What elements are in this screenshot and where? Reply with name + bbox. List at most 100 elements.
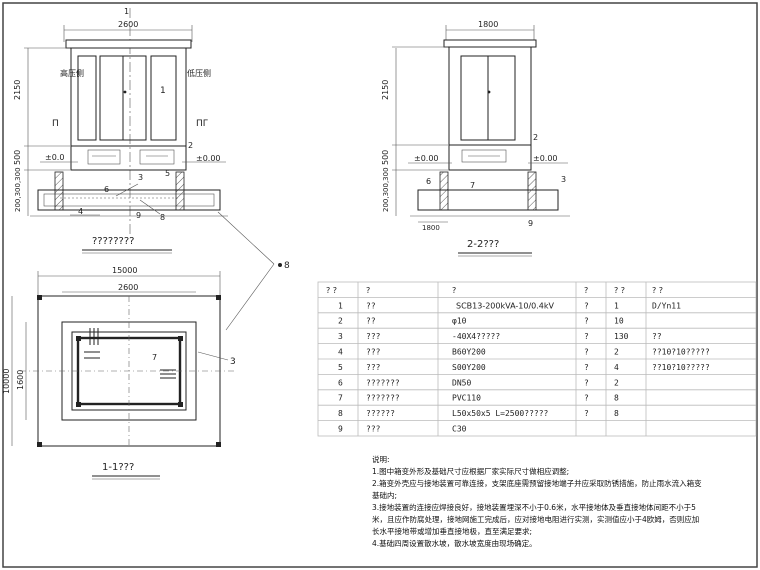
table-cell: 5 <box>338 363 343 372</box>
table-cell: ?? <box>366 301 376 310</box>
side-base-frame <box>448 144 532 171</box>
side-dim-height: 2150 <box>381 80 390 100</box>
front-left-side-label: 高压侧 <box>60 68 84 78</box>
front-callout-1: 1 <box>160 86 166 96</box>
table-cell: SCB13-200kVA-10/0.4kV <box>456 301 554 310</box>
side-view: 1800 2150 500 200,300,300 ±0.00 ±0.00 2 … <box>381 20 570 257</box>
table-cell: ?????? <box>366 409 395 418</box>
notes-line-2: 2.箱变外壳应与接地装置可靠连接，支架底座需预留接地端子并应采取防锈措施，防止雨… <box>372 479 702 500</box>
table-cell: 9 <box>338 425 343 434</box>
table-cell: ? <box>584 378 589 387</box>
table-cell: ??? <box>366 332 381 341</box>
plan-dim-inner-width: 2600 <box>118 283 138 292</box>
table-cell: 2 <box>614 378 619 387</box>
front-view: 2600 1 1 高压侧 低压侧 Π ΠΓ 2150 500 200,300,3… <box>13 7 228 254</box>
table-cell: ??????? <box>366 394 400 403</box>
side-callout-9: 9 <box>528 219 533 228</box>
notes-line-1: 1.图中箱变外形及基础尺寸应根据厂家实际尺寸做相应调整; <box>372 467 570 476</box>
side-view-caption: 2-2??? <box>467 239 499 250</box>
front-left-cable-mark: Π <box>52 119 59 129</box>
table-cell: ? <box>584 348 589 357</box>
table-cell: 3 <box>338 332 343 341</box>
front-level-left: ±0.0 <box>45 153 64 162</box>
table-cell: 2 <box>614 348 619 357</box>
table-cell: -40X4????? <box>452 332 500 341</box>
table-header-cell: ? ? <box>652 286 663 295</box>
side-level-left: ±0.00 <box>414 154 439 163</box>
table-cell: L50x50x5 L=2500????? <box>452 409 549 418</box>
front-callout-2: 2 <box>188 141 193 150</box>
table-header-cell: ? <box>366 286 370 295</box>
side-dim-base-2: 200,300,300 <box>382 167 390 212</box>
side-callout-6: 6 <box>426 177 431 186</box>
plan-view-caption: 1-1??? <box>102 462 134 473</box>
table-header-cell: ? ? <box>614 286 625 295</box>
side-dim-base-1: 500 <box>381 150 390 165</box>
table-cell: DN50 <box>452 378 471 387</box>
table-cell: 130 <box>614 332 629 341</box>
side-callout-3: 3 <box>561 175 566 184</box>
side-roof <box>443 39 537 48</box>
table-cell: ? <box>584 394 589 403</box>
plan-callout-3: 3 <box>230 357 236 367</box>
notes-block: 说明: 1.图中箱变外形及基础尺寸应根据厂家实际尺寸做相应调整; 2.箱变外壳应… <box>372 454 702 550</box>
table-cell: 2 <box>338 317 343 326</box>
side-dim-width: 1800 <box>478 20 498 29</box>
plan-callout-8: 8 <box>284 261 290 271</box>
table-cell: ? <box>584 363 589 372</box>
front-dim-base-1: 500 <box>13 150 22 165</box>
front-view-caption: ???????? <box>92 236 134 247</box>
side-callout-7: 7 <box>470 181 475 190</box>
table-cell: B60Y200 <box>452 348 486 357</box>
front-callout-3: 3 <box>138 173 143 182</box>
table-cell: 4 <box>338 348 343 357</box>
table-cell: ??? <box>366 363 381 372</box>
table-header-cell: ? ? <box>326 286 337 295</box>
front-callout-5: 5 <box>165 169 170 178</box>
plan-callout-7: 7 <box>152 353 157 362</box>
side-callout-2: 2 <box>533 133 538 142</box>
front-callout-8: 8 <box>160 213 165 222</box>
notes-line-3: 3.接地装置的连接应焊接良好，接地装置埋深不小于0.6米，水平接地体及垂直接地体… <box>372 503 700 536</box>
plan-dim-outer-width: 15000 <box>112 266 137 275</box>
leader-8: 8 <box>217 211 290 331</box>
front-ref-mark: 1 <box>124 7 129 16</box>
front-right-cable-mark: ΠΓ <box>196 119 208 129</box>
table-cell: 8 <box>338 409 343 418</box>
side-foundation <box>417 189 559 211</box>
front-base-frame <box>70 145 187 171</box>
notes-line-4: 4.基础四周设置散水坡，散水坡宽度由现场确定。 <box>372 539 537 548</box>
table-cell: ? <box>584 332 589 341</box>
front-callout-9: 9 <box>136 211 141 220</box>
plan-dim-outer-height: 10000 <box>2 369 11 394</box>
table-cell: ?? <box>652 332 662 341</box>
table-cell: S00Y200 <box>452 363 486 372</box>
table-cell: ? <box>584 301 589 310</box>
table-cell: 1 <box>338 301 343 310</box>
side-dim-bottom: 1800 <box>422 224 440 232</box>
table-cell: D/Yn11 <box>652 301 681 310</box>
table-cell: ??? <box>366 425 381 434</box>
table-cell: ?? <box>366 317 376 326</box>
table-cell: C30 <box>452 425 467 434</box>
table-cell: 8 <box>614 409 619 418</box>
side-level-right: ±0.00 <box>533 154 558 163</box>
table-cell: ??? <box>366 348 381 357</box>
front-dim-width: 2600 <box>118 20 138 29</box>
table-cell: ??10?10????? <box>652 363 710 372</box>
table-cell: PVC110 <box>452 394 481 403</box>
front-foundation <box>37 189 221 211</box>
table-cell: ? <box>584 409 589 418</box>
table-cell: ??????? <box>366 378 400 387</box>
table-cell: ??10?10????? <box>652 348 710 357</box>
notes-title: 说明: <box>372 455 390 464</box>
front-callout-6: 6 <box>104 185 109 194</box>
table-cell: 6 <box>338 378 343 387</box>
table-cell: 7 <box>338 394 343 403</box>
front-dim-height: 2150 <box>13 80 22 100</box>
table-header-cell: ? <box>584 286 588 295</box>
plan-dim-inner-height: 1600 <box>16 370 25 390</box>
